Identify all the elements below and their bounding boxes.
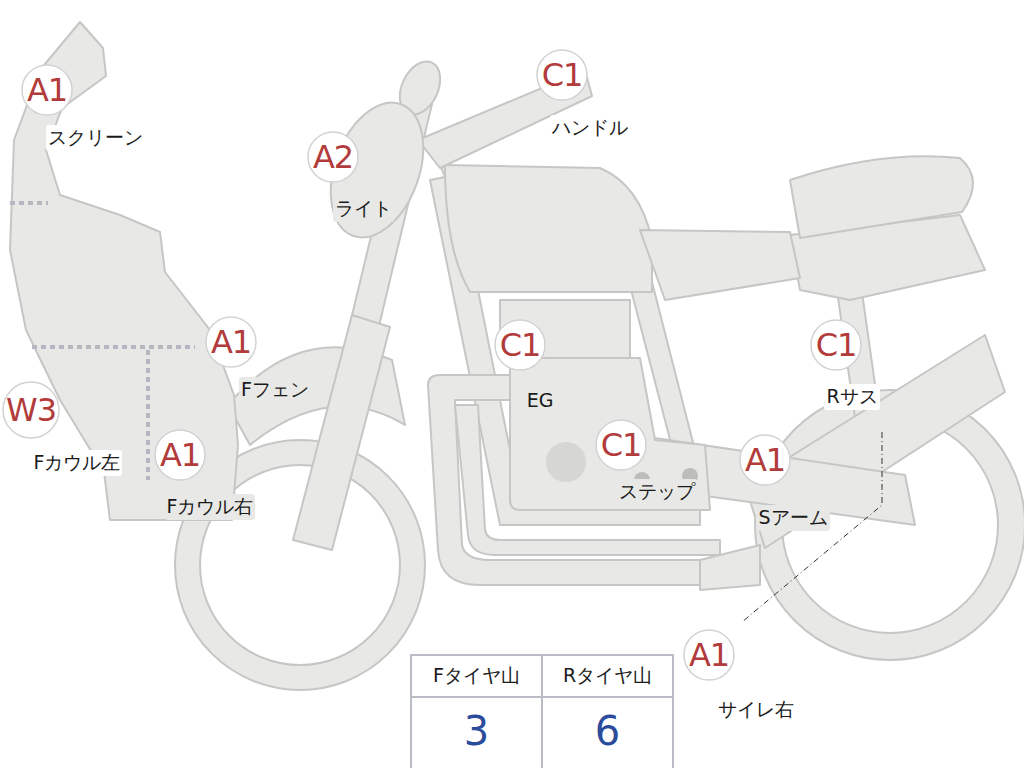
grade-callout: A1Sアーム	[739, 434, 791, 486]
callout-circle	[155, 430, 205, 480]
exhaust-link	[700, 545, 760, 590]
leader-line	[742, 432, 882, 622]
grade-callout: C1ステップ	[595, 419, 647, 471]
part-name: Fフェン	[239, 377, 311, 403]
grade-code: A1	[211, 323, 251, 361]
callout-circle	[596, 420, 646, 470]
headlight	[314, 90, 441, 250]
grade-code: W3	[6, 391, 56, 429]
grade-callout: C1Rサス	[810, 319, 862, 371]
part-name: EG	[525, 389, 556, 411]
part-name: ステップ	[617, 479, 697, 505]
part-name: Sアーム	[756, 505, 829, 531]
table-header: Fタイヤ山	[411, 655, 542, 697]
grade-code: A1	[689, 636, 729, 674]
grade-code: C1	[601, 426, 642, 464]
grade-callout: C1EG	[494, 319, 546, 371]
callout-circle	[308, 132, 358, 182]
grade-code: C1	[542, 56, 583, 94]
callout-circle	[3, 382, 59, 438]
seat	[640, 230, 800, 300]
part-name: Rサス	[824, 384, 879, 410]
cowl-division	[146, 350, 150, 480]
grade-code: A2	[313, 138, 353, 176]
grade-code: A1	[27, 71, 67, 109]
callout-circle	[537, 50, 587, 100]
part-name: Fカウル右	[165, 494, 256, 520]
rear-seat	[790, 156, 973, 238]
grade-callout: A1スクリーン	[21, 64, 73, 116]
engine-cover	[546, 442, 586, 482]
grade-callout: W3Fカウル左	[2, 381, 60, 439]
grade-code: A1	[745, 441, 785, 479]
grade-callout: A1Fフェン	[205, 316, 257, 368]
part-name: ライト	[333, 196, 394, 222]
grade-code: C1	[816, 326, 857, 364]
part-name: サイレ右	[716, 697, 796, 723]
tread-value: 6	[542, 697, 673, 765]
callout-circle	[811, 320, 861, 370]
grade-callout: A2ライト	[307, 131, 359, 183]
grade-callout: C1ハンドル	[536, 49, 588, 101]
cowl-division	[10, 201, 48, 205]
tread-value: 3	[411, 697, 542, 765]
engine-case	[510, 358, 710, 510]
callout-circle	[740, 435, 790, 485]
callout-circle	[206, 317, 256, 367]
table-header: Rタイヤ山	[542, 655, 673, 697]
part-name: ハンドル	[550, 115, 630, 141]
fork-lower	[293, 315, 390, 550]
grade-callout: A1サイレ右	[683, 629, 735, 681]
grade-callout: A1Fカウル右	[154, 429, 206, 481]
table-rule	[541, 655, 543, 768]
front-cowl	[10, 22, 238, 520]
callout-circle	[22, 65, 72, 115]
callout-circle	[495, 320, 545, 370]
tread-table	[411, 655, 673, 768]
fuel-tank	[445, 165, 652, 292]
part-name: Fカウル左	[32, 450, 123, 476]
grade-code: C1	[500, 326, 541, 364]
cowl-division	[32, 345, 195, 349]
part-name: スクリーン	[46, 125, 145, 151]
callout-circle	[684, 630, 734, 680]
grade-code: A1	[160, 436, 200, 474]
